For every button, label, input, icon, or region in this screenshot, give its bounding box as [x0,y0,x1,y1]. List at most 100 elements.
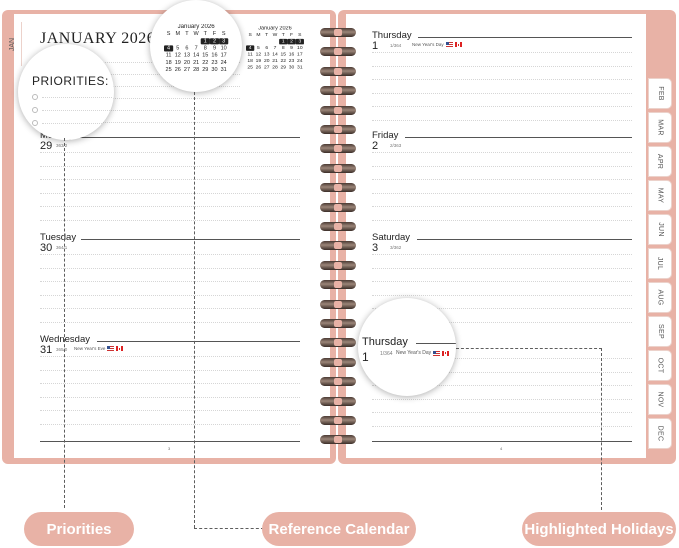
tab-aug[interactable]: AUG [648,282,672,313]
writing-line [372,152,632,153]
writing-line [40,267,300,269]
writing-line [372,281,632,282]
calendar-day: 30 [288,64,295,71]
day-rule [405,137,632,138]
spiral-coil [320,319,356,328]
tab-sep[interactable]: SEP [648,316,672,347]
tab-feb[interactable]: FEB [648,78,672,109]
tab-label: MAR [656,119,664,136]
writing-line [40,122,240,123]
calendar-day: 2 [287,38,296,45]
calendar-day: 28 [193,66,200,73]
holiday-leader-line [456,348,602,349]
calendar-day: 25 [165,66,172,73]
priority-line [42,110,112,111]
month-tabs: FEB MAR APR MAY JUN JUL AUG SEP OCT NOV DEC [646,14,674,458]
spiral-coil [320,377,356,387]
writing-line [372,119,632,121]
writing-line [372,425,632,427]
day-count: 363/2 [56,143,68,148]
spiral-coil [320,163,356,173]
calendar-day: 14 [272,51,278,58]
writing-line [40,321,300,323]
calendar-day: 13 [183,52,191,59]
writing-line [40,152,300,153]
writing-line [372,398,632,400]
tab-dec[interactable]: DEC [648,418,672,449]
day-name: Friday [372,130,399,141]
priority-line [42,97,112,98]
calendar-day: 5 [176,45,180,52]
magnified-day-name: Thursday [362,336,408,348]
spiral-coil [320,105,356,115]
spiral-coil [320,202,356,212]
us-flag-icon [433,350,441,356]
calendar-day: 17 [297,51,303,58]
tab-mar[interactable]: MAR [648,112,672,143]
calendar-day: 22 [280,58,287,64]
writing-line [372,294,632,296]
tab-oct[interactable]: OCT [648,350,672,381]
day-rule [418,37,632,38]
day-name: Thursday [372,30,412,41]
spiral-coil [320,338,356,348]
spiral-coil [320,241,356,251]
calendar-day: 23 [288,58,295,64]
spiral-coil [320,28,356,37]
holiday-label: New Year's Eve [74,346,124,351]
weekday-header: W [193,31,199,38]
calendar-day: 6 [265,45,269,51]
calendar-day: 16 [211,52,218,59]
weekday-header: S [248,32,252,38]
calendar-day: 8 [281,45,285,51]
writing-line [40,369,300,371]
calendar-day [271,39,279,45]
tab-apr[interactable]: APR [648,146,672,177]
calendar-day: 18 [247,58,253,64]
tab-jun[interactable]: JUN [648,214,672,245]
writing-line [40,219,300,221]
calendar-day: 31 [220,66,227,73]
writing-line [40,254,300,255]
writing-line [40,383,300,384]
tab-jul[interactable]: JUL [648,248,672,279]
calendar-day [254,39,262,45]
calendar-day: 10 [297,45,303,51]
calendar-day: 7 [273,45,277,51]
calendar-day: 4 [246,45,255,51]
day-count: 2/363 [390,143,402,148]
magnified-day-number: 1 [362,350,369,364]
tab-may[interactable]: MAY [648,180,672,211]
writing-line [40,423,300,425]
priority-checkbox[interactable] [32,94,38,100]
spiral-coil [320,86,356,96]
writing-line [372,106,632,107]
weekday-header: S [166,31,171,38]
tab-nov[interactable]: NOV [648,384,672,415]
weekday-header: S [298,32,302,38]
day-rule [97,341,300,342]
calendar-day: 30 [211,66,218,73]
writing-line [372,412,632,413]
writing-line [40,62,240,63]
writing-line [40,294,300,296]
writing-line [372,308,632,309]
tab-label: OCT [656,357,664,374]
calendar-day: 22 [202,59,209,66]
spiral-coil [320,396,356,406]
calendar-day: 13 [263,51,270,58]
priority-checkbox[interactable] [32,120,38,126]
tab-label: SEP [656,324,664,339]
tab-jan[interactable]: JAN [4,22,22,66]
us-flag-icon [107,346,115,351]
day-number: 3 [372,242,379,254]
writing-line [40,86,240,87]
calendar-leader-line [194,92,195,528]
mini-calendar-title: January 2026 [177,24,215,31]
writing-line [40,356,300,357]
priority-checkbox[interactable] [32,107,38,113]
weekday-header: F [212,31,217,38]
spiral-coil [320,299,356,309]
writing-line [372,192,632,194]
weekday-header: W [272,32,278,38]
